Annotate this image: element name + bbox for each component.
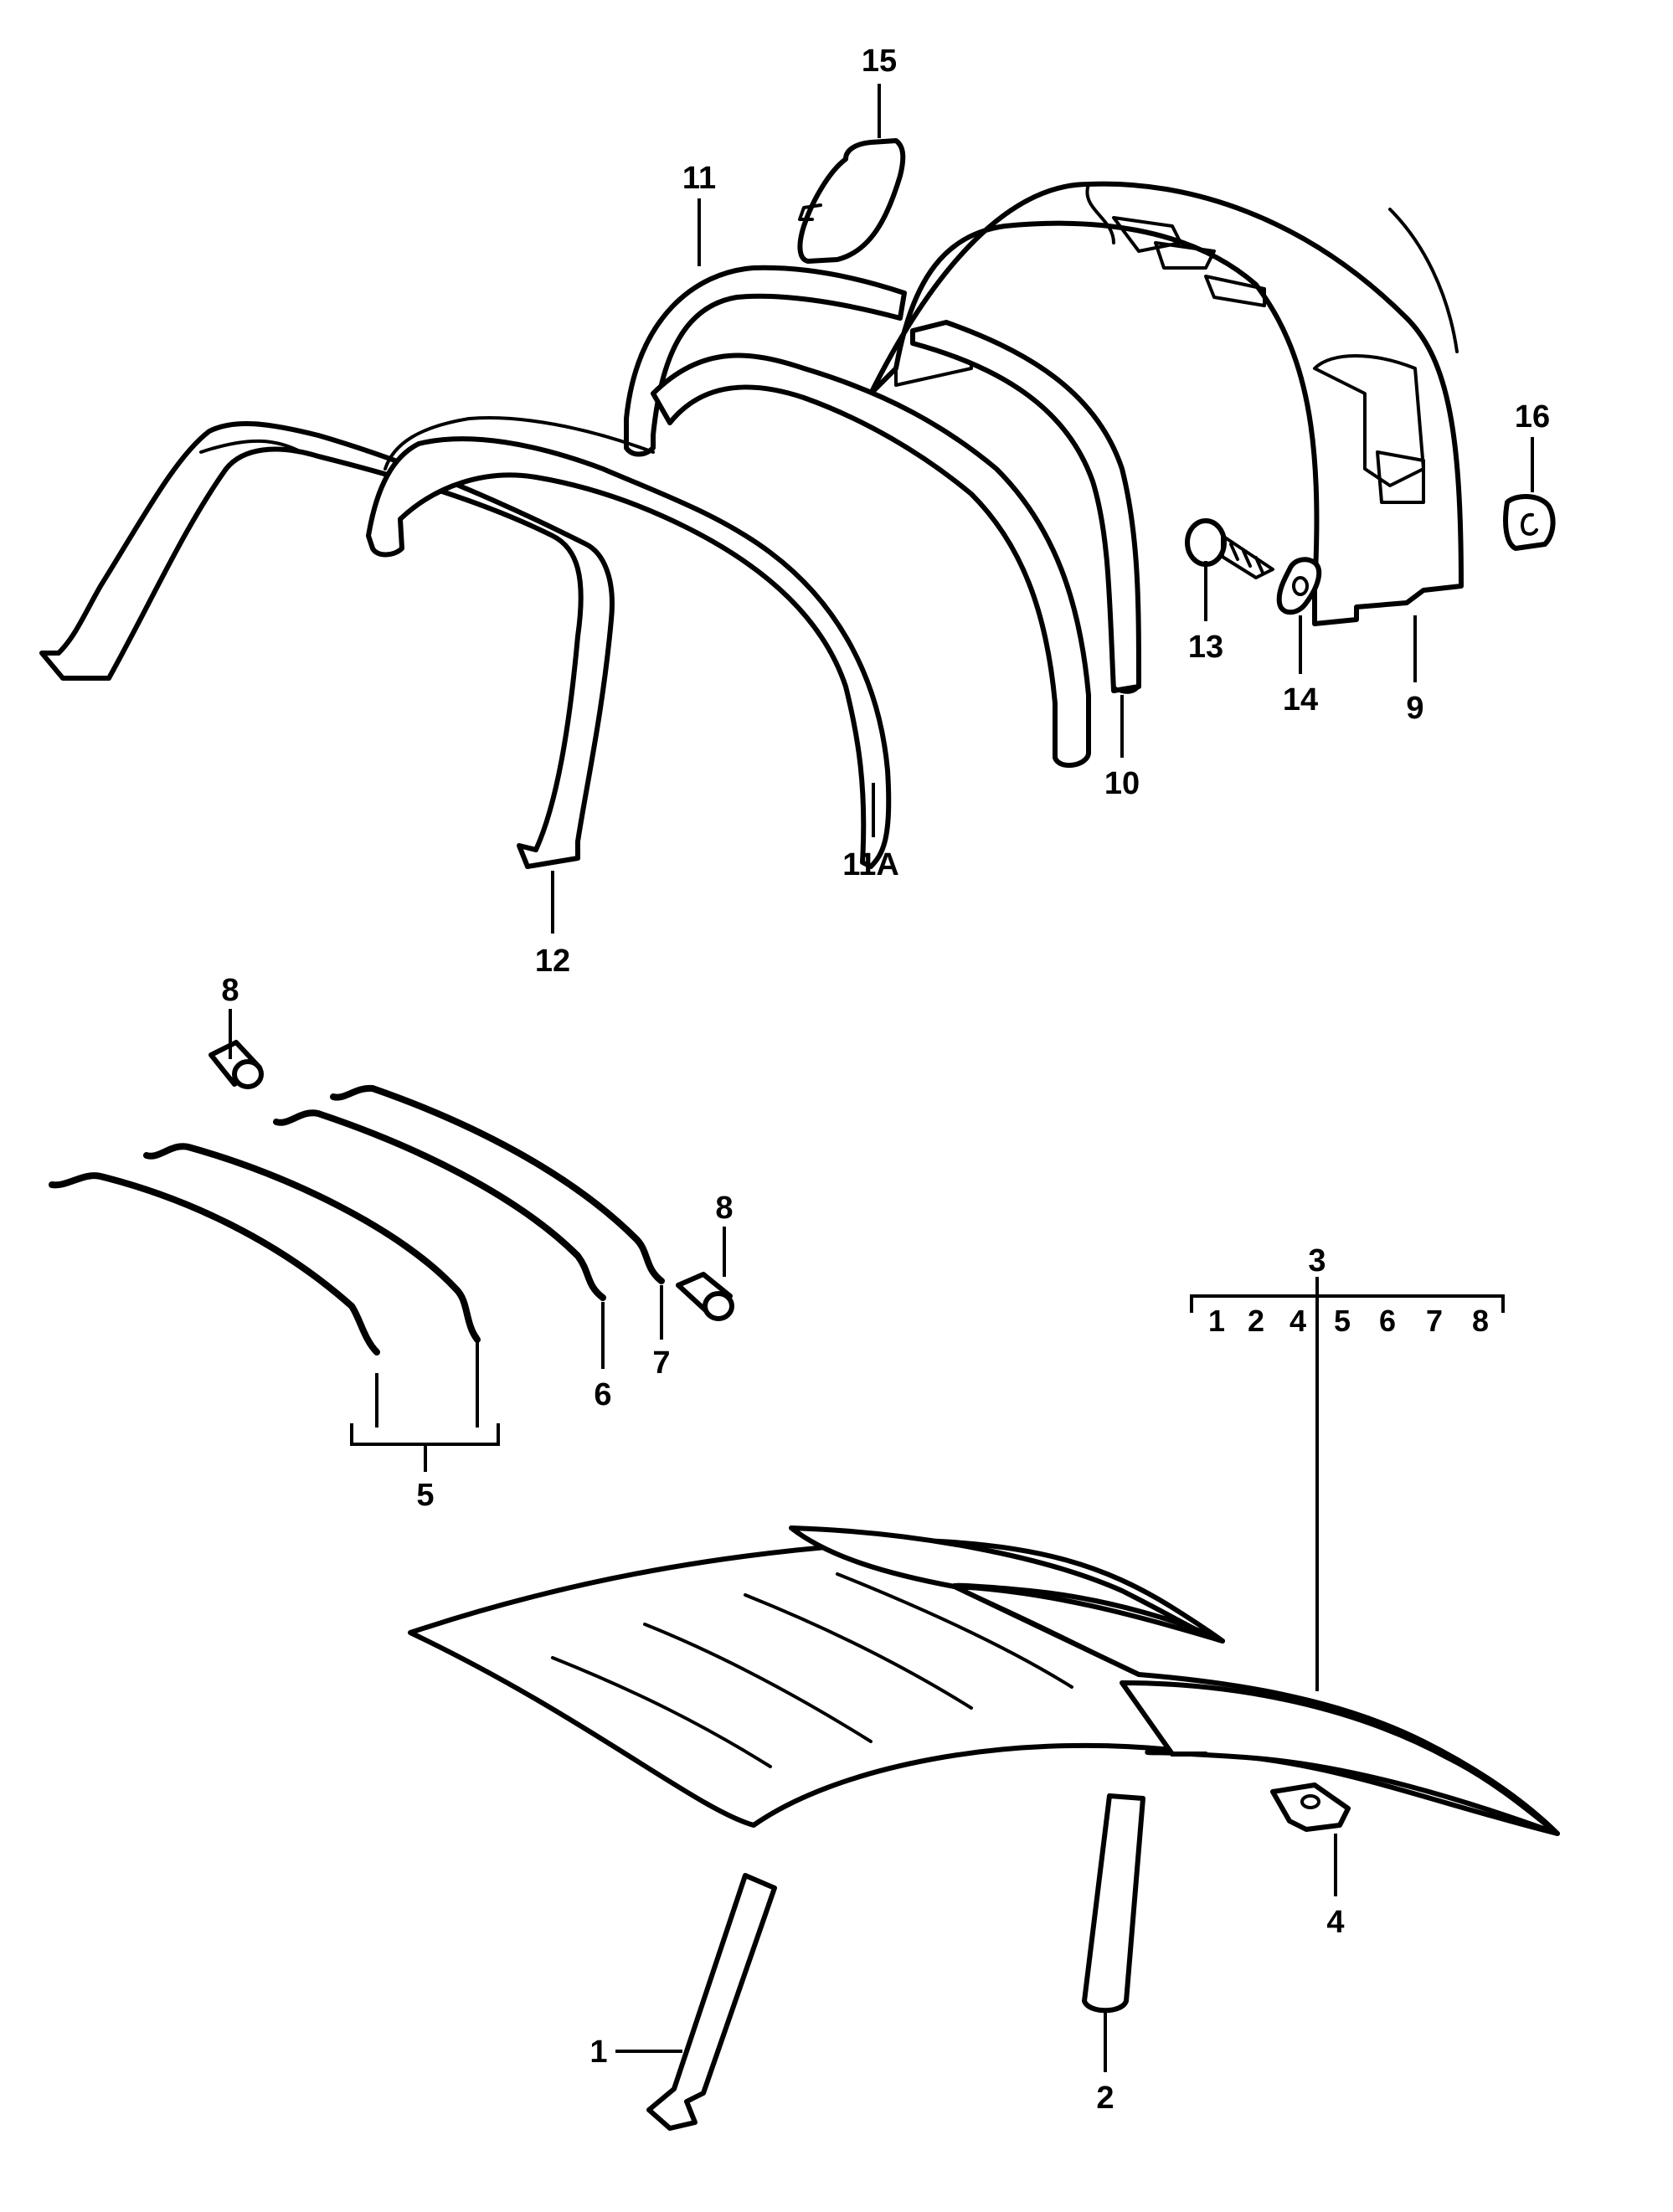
set-3-item-4: 4: [1289, 1304, 1306, 1338]
part-3-top-cover: [408, 1525, 1560, 1836]
leader-lines: [229, 84, 1534, 2072]
callout-1: 1: [589, 2035, 607, 2070]
callout-16: 16: [1515, 399, 1550, 435]
part-14-grommet: [1276, 557, 1322, 615]
callout-13: 13: [1188, 630, 1223, 665]
part-2-seal-strip: [1082, 1793, 1145, 2014]
callout-12: 12: [535, 944, 570, 979]
set-3-item-6: 6: [1379, 1304, 1396, 1338]
callout-3: 3: [1308, 1243, 1326, 1278]
callout-11: 11: [682, 161, 716, 196]
set-3-item-1: 1: [1208, 1304, 1225, 1338]
callout-10: 10: [1104, 766, 1140, 801]
callout-8-lower: 8: [715, 1191, 733, 1226]
part-13-screw: [1185, 518, 1274, 579]
callout-9: 9: [1406, 691, 1423, 726]
part-10-arch-trim: [910, 320, 1141, 694]
set-3-item-2: 2: [1248, 1304, 1264, 1338]
callouts: 15 11 16 13 14 9 10 11A 12 8 8 6 7 5 3 4…: [221, 44, 1550, 2116]
callout-14: 14: [1283, 682, 1318, 718]
callout-11a: 11A: [842, 847, 899, 882]
part-7-bow-wire: [330, 1084, 665, 1284]
part-4-clip-nut: [1270, 1782, 1351, 1832]
part-8-end-cap-lower: [676, 1272, 734, 1321]
callout-15: 15: [862, 44, 897, 79]
set-3-item-8: 8: [1472, 1304, 1489, 1338]
set-3-item-7: 7: [1426, 1304, 1443, 1338]
callout-7: 7: [652, 1345, 670, 1381]
part-8-end-cap-upper: [208, 1040, 264, 1089]
part-5-bow-wires: [49, 1143, 481, 1355]
part-6-bow-wire: [273, 1109, 606, 1301]
part-9-wheel-housing: [868, 181, 1464, 626]
callout-4: 4: [1326, 1905, 1344, 1940]
part-11-arch-trim: [624, 265, 1091, 769]
set-3-contents: 1 2 4 5 6 7 8: [1208, 1304, 1489, 1338]
callout-6: 6: [594, 1377, 611, 1412]
set-3-item-5: 5: [1334, 1304, 1351, 1338]
part-12-roll-bar: [39, 416, 892, 869]
callout-2: 2: [1096, 2081, 1114, 2116]
callout-5: 5: [416, 1478, 434, 1513]
part-16-clip: [1503, 494, 1556, 551]
part-15-cover-cap: [797, 138, 906, 264]
part-1-seal-strip: [646, 1873, 777, 2131]
callout-8-upper: 8: [221, 973, 239, 1008]
